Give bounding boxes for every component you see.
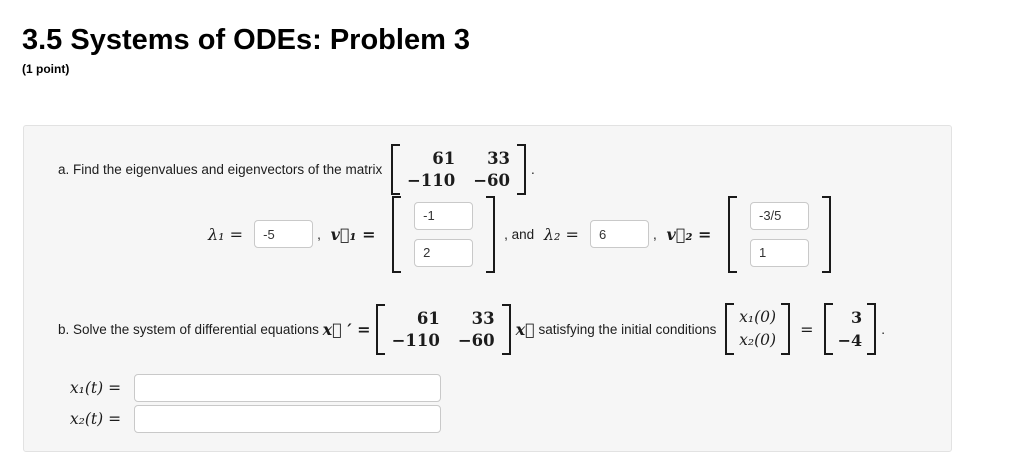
matrix-cells: 61 33 −110 −60	[385, 304, 502, 355]
equals-sign: =	[795, 319, 819, 339]
x1t-input[interactable]	[134, 374, 441, 402]
part-a-period: .	[531, 161, 535, 177]
matrix-cell-r2c1: −110	[391, 330, 440, 350]
matrix-cell-r2c2: −60	[457, 330, 495, 350]
ic-value-1: 3	[851, 308, 863, 327]
separator-comma: ,	[653, 226, 661, 242]
v1-row2-input[interactable]	[414, 238, 474, 267]
problem-card: a. Find the eigenvalues and eigenvectors…	[23, 125, 952, 452]
lambda2-input[interactable]	[590, 220, 650, 248]
matrix-left-bracket	[390, 143, 400, 195]
separator-and: , and	[504, 226, 538, 242]
lambda1-input[interactable]	[254, 220, 314, 248]
part-b-row: b. Solve the system of differential equa…	[58, 302, 931, 356]
x2t-label: x₂(t) =	[69, 410, 126, 428]
initial-condition-vector: x₁(0) x₂(0)	[725, 303, 791, 355]
eigen-answer-row: λ₁ = , v⃗₁ = , and λ₂ = , v⃗₂ =	[208, 195, 931, 273]
ic-value-2: −4	[837, 331, 863, 350]
matrix-cell-r2c1: −110	[406, 170, 456, 190]
vector-right-bracket	[781, 303, 791, 355]
v1-entries	[401, 196, 486, 273]
matrix-cell-r2c2: −60	[473, 170, 511, 190]
separator-comma: ,	[317, 226, 325, 242]
lambda2-label: λ₂ =	[543, 224, 585, 244]
matrix-right-bracket	[501, 303, 511, 355]
vector-left-bracket	[728, 195, 737, 273]
matrix-cell-r1c1: 61	[416, 308, 440, 328]
ic-entries: x₁(0) x₂(0)	[734, 303, 781, 355]
ic-entry-x2: x₂(0)	[739, 331, 777, 349]
v2-row2-input[interactable]	[750, 238, 809, 267]
answer-row-x2: x₂(t) =	[58, 405, 931, 433]
v2-entries	[737, 196, 822, 273]
matrix-right-bracket	[517, 143, 527, 195]
page-title: 3.5 Systems of ODEs: Problem 3	[22, 24, 471, 56]
lambda1-label: λ₁ =	[208, 224, 249, 244]
x-prime-equals: x⃗ ′ =	[322, 319, 371, 339]
matrix-cell-r1c2: 33	[487, 148, 511, 168]
vector-right-bracket	[867, 303, 877, 355]
v2-row1-input[interactable]	[750, 201, 809, 230]
x1t-label: x₁(t) =	[69, 379, 126, 397]
answer-row-x1: x₁(t) =	[58, 374, 931, 402]
part-a-label: a. Find the eigenvalues and eigenvectors…	[58, 161, 386, 177]
answers-block: x₁(t) = x₂(t) =	[58, 374, 931, 433]
vector-left-bracket	[725, 303, 735, 355]
x2t-input[interactable]	[134, 405, 441, 433]
coefficient-matrix-b: 61 33 −110 −60	[375, 303, 511, 355]
satisfying-label: satisfying the initial conditions	[534, 321, 721, 337]
v2-label: v⃗₂ =	[666, 224, 717, 244]
v2-vector	[728, 195, 831, 273]
coefficient-matrix-a: 61 33 −110 −60	[390, 143, 527, 195]
vector-right-bracket	[822, 195, 831, 273]
points-label: (1 point)	[22, 62, 70, 76]
x-vector-symbol: x⃗	[515, 319, 535, 339]
part-a-row: a. Find the eigenvalues and eigenvectors…	[58, 142, 931, 196]
matrix-left-bracket	[375, 303, 385, 355]
v1-row1-input[interactable]	[414, 201, 474, 230]
part-b-period: .	[881, 321, 885, 337]
matrix-cell-r1c1: 61	[432, 148, 456, 168]
ic-entry-x1: x₁(0)	[739, 308, 777, 326]
v1-label: v⃗₁ =	[330, 224, 382, 244]
vector-left-bracket	[392, 195, 402, 273]
matrix-cell-r1c2: 33	[471, 308, 495, 328]
v1-vector	[392, 195, 496, 273]
part-b-label: b. Solve the system of differential equa…	[58, 321, 323, 337]
vector-left-bracket	[823, 303, 833, 355]
ic-values: 3 −4	[833, 303, 868, 355]
initial-value-vector: 3 −4	[823, 303, 877, 355]
matrix-cells: 61 33 −110 −60	[400, 144, 517, 195]
vector-right-bracket	[486, 195, 496, 273]
